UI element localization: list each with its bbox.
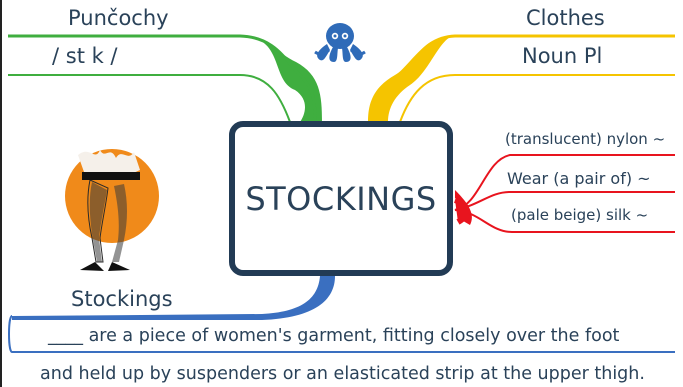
grammar-label: Noun Pl [522,44,603,68]
blue-branch [12,276,335,320]
octopus-logo-icon [314,23,366,62]
collocation-item: Wear (a pair of) ~ [507,169,651,188]
central-title: STOCKINGS [245,179,437,218]
central-topic: STOCKINGS [229,121,453,276]
collocation-item: (translucent) nylon ~ [505,130,666,148]
collocation-item: (pale beige) silk ~ [511,206,649,224]
category-label: Clothes [526,6,605,30]
stockings-legs-illustration [65,149,159,271]
definition-line-2: and held up by suspenders or an elastica… [40,364,645,384]
pronunciation-text: / st k / [52,44,118,68]
translation-label: Punčochy [68,6,169,30]
definition-line-1: ____ are a piece of women's garment, fit… [48,326,620,346]
definition-label: Stockings [71,287,173,311]
left-edge-line [0,0,2,387]
